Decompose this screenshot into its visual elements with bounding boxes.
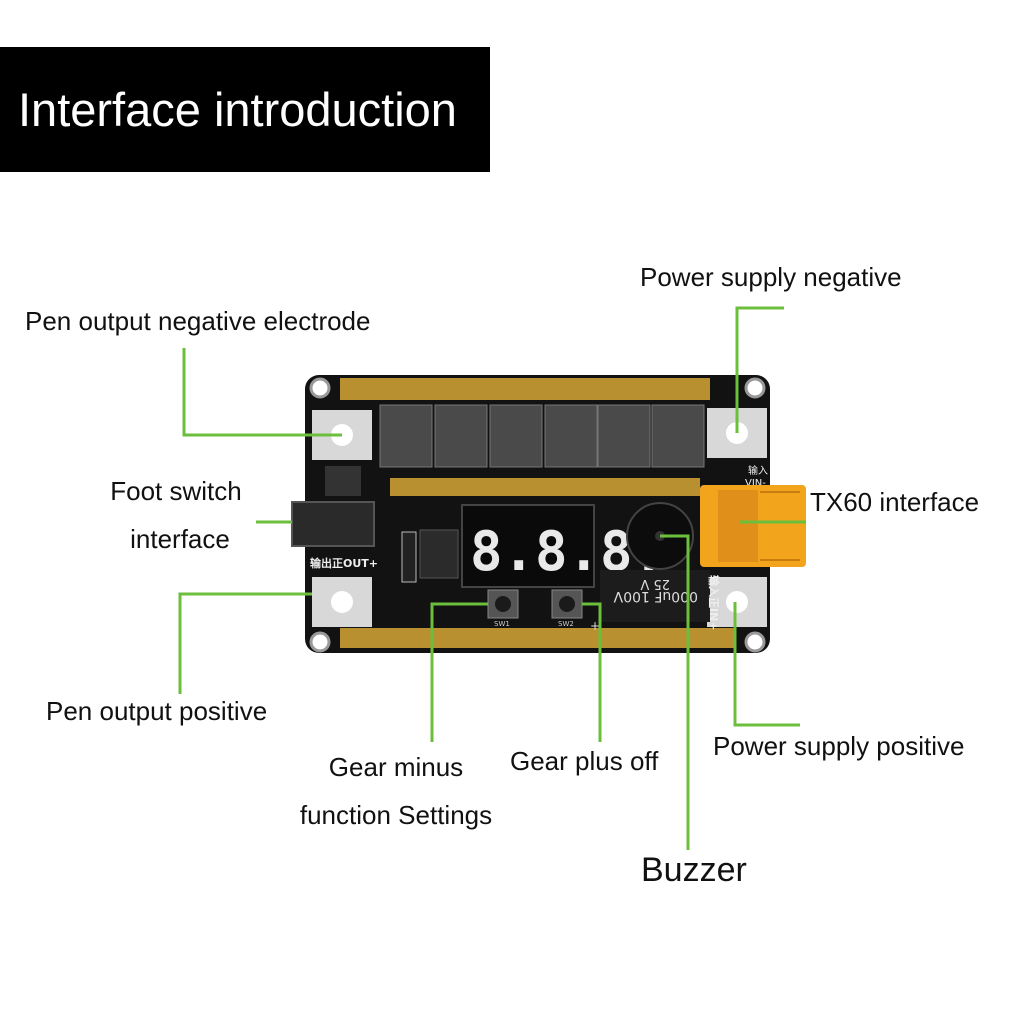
label-power-supply-positive: Power supply positive [713, 731, 965, 761]
label-foot-switch-line2: interface [130, 524, 230, 554]
page-title: Interface introduction [18, 83, 457, 136]
line-gear-minus [430, 602, 488, 742]
capacitor-text: 000uF 100V [613, 588, 698, 604]
label-pen-output-negative: Pen output negative electrode [25, 306, 371, 336]
foot-switch-jack [291, 501, 375, 547]
line-pen-positive [178, 592, 312, 694]
mount-hole-tl [309, 377, 331, 399]
title-banner: Interface introduction [0, 47, 490, 172]
line-gear-plus [582, 602, 602, 742]
silk-input: 输入 [748, 464, 768, 477]
label-gear-minus-line1: Gear minus [328, 752, 464, 782]
silk-vin: VIN- [745, 478, 766, 489]
mount-hole-bl [309, 631, 331, 653]
line-buzzer [660, 534, 690, 850]
label-gear-minus-line2: function Settings [299, 800, 493, 830]
label-pen-output-positive: Pen output positive [46, 696, 268, 726]
line-power-negative [735, 306, 784, 433]
label-buzzer: Buzzer [641, 851, 747, 889]
mosfet-row [379, 404, 705, 468]
chip-q2 [325, 466, 361, 496]
gold-bar-middle [390, 478, 700, 496]
line-pen-negative [182, 348, 342, 437]
mount-hole-br [744, 631, 766, 653]
callout-lines [178, 306, 806, 850]
tx60-connector [700, 485, 806, 567]
label-power-supply-negative: Power supply negative [640, 262, 902, 292]
line-power-positive [733, 602, 800, 727]
gold-bar-bottom [340, 628, 735, 648]
capacitor [600, 570, 710, 622]
label-gear-plus-off: Gear plus off [510, 746, 659, 776]
capacitor-voltage: 25 V [640, 576, 670, 591]
plus-mark: + [590, 619, 600, 633]
label-foot-switch-line1: Foot switch [110, 476, 242, 506]
led-display [461, 504, 595, 588]
gold-bar-top [340, 378, 710, 400]
silk-in: 输入正IN+ [707, 575, 721, 631]
ic-chip [419, 529, 459, 579]
silk-out: 输出正OUT+ [310, 556, 378, 570]
label-tx60-interface: TX60 interface [810, 487, 980, 517]
header-pins [401, 531, 417, 583]
label-sw1: SW1 [494, 620, 510, 628]
mount-hole-tr [744, 377, 766, 399]
label-sw2: SW2 [558, 620, 574, 628]
